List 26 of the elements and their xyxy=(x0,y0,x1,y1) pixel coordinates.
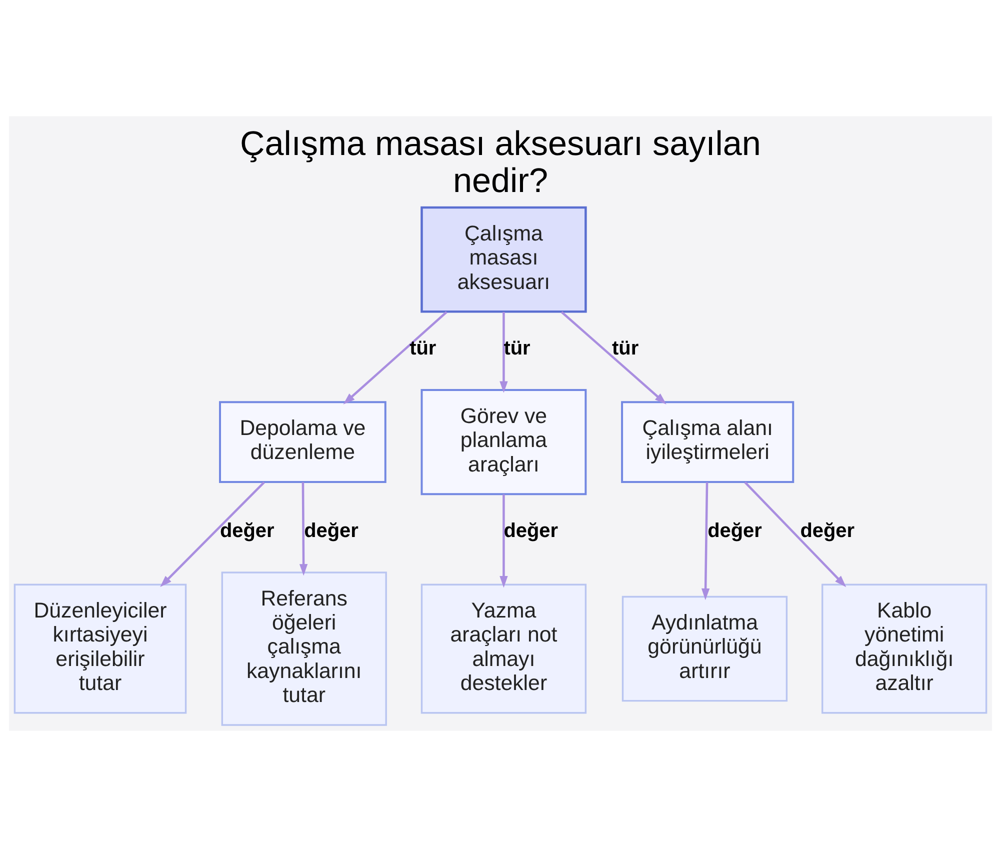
edge-label: tür xyxy=(612,337,638,360)
node-box: Görev ve planlama araçları xyxy=(420,388,586,495)
arrow xyxy=(499,494,508,588)
node-box: Depolama ve düzenleme xyxy=(218,400,386,482)
edge-label: değer xyxy=(304,520,358,542)
node-box: Aydınlatma görünürlüğü artırır xyxy=(621,595,788,702)
arrow xyxy=(342,310,447,404)
node-box: Düzenleyiciler kırtasiyeyi erişilebilir tutar xyxy=(13,583,186,714)
edge-label: değer xyxy=(707,520,762,542)
edge-label: değer xyxy=(800,520,854,542)
arrow xyxy=(298,482,308,576)
arrow xyxy=(499,311,508,392)
diagram-title: Çalışma masası aksesuarı sayılan nedir? xyxy=(240,124,760,200)
node-box: Çalışma masası aksesuarı xyxy=(420,206,586,312)
arrow xyxy=(700,482,710,600)
edge-label: değer xyxy=(220,520,274,542)
arrow xyxy=(744,480,846,587)
arrow xyxy=(560,310,666,404)
node-box: Yazma araçları not almayı destekler xyxy=(420,583,586,714)
node-box: Kablo yönetimi dağınıklığı azaltır xyxy=(821,583,987,714)
node-box: Çalışma alanı iyileştirmeleri xyxy=(620,400,794,482)
edge-label: tür xyxy=(503,337,530,360)
node-box: Referans öğeleri çalışma kaynaklarını tutar xyxy=(220,571,386,726)
arrow xyxy=(160,480,264,587)
edge-label: değer xyxy=(503,520,558,542)
edge-label: tür xyxy=(409,337,436,360)
